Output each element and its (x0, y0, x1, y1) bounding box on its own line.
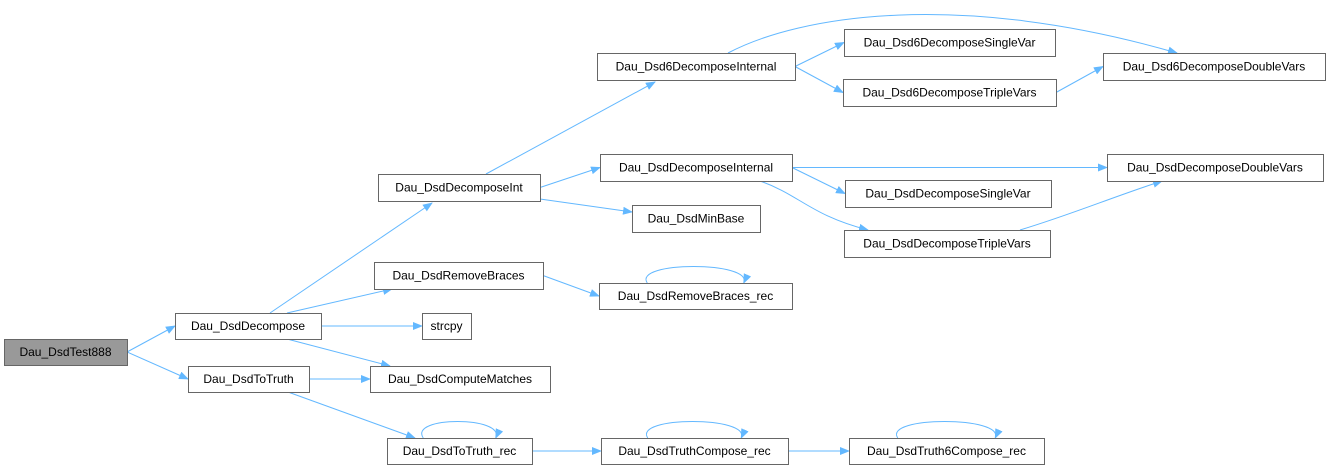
node-label: Dau_DsdToTruth (203, 372, 293, 386)
node-label: Dau_DsdDecompose (191, 319, 305, 333)
edge-truthcomposerec-to-truthcomposerec (645, 421, 749, 439)
node-label: Dau_DsdComputeMatches (388, 372, 532, 386)
node-strcpy[interactable]: strcpy (422, 313, 472, 340)
nodes: Dau_DsdTest888 Dau_DsdDecomposeDau_DsdToT… (4, 29, 1326, 465)
node-label: Dau_DsdMinBase (648, 212, 745, 226)
node-box (1107, 154, 1324, 182)
node-totruthrec[interactable]: Dau_DsdToTruth_rec (387, 438, 533, 465)
node-removebracesrec[interactable]: Dau_DsdRemoveBraces_rec (599, 283, 793, 310)
edge-totruthrec-to-totruthrec (421, 421, 504, 439)
node-label: Dau_Dsd6DecomposeInternal (616, 60, 777, 74)
node-box (374, 262, 544, 290)
node-label: Dau_DsdTruth6Compose_rec (867, 444, 1026, 458)
node-box (188, 366, 310, 393)
node-box (175, 313, 322, 340)
edge-decomposeint-to-dinternal (539, 166, 601, 188)
node-computematches[interactable]: Dau_DsdComputeMatches (370, 366, 551, 393)
node-truth6composerec[interactable]: Dau_DsdTruth6Compose_rec (849, 438, 1045, 465)
node-label: Dau_DsdRemoveBraces_rec (618, 289, 773, 303)
node-label: Dau_DsdTest888 (19, 345, 111, 359)
node-box (849, 438, 1045, 465)
node-box (844, 29, 1056, 57)
node-box (378, 174, 541, 202)
node-label: Dau_DsdDecomposeInt (395, 181, 523, 195)
node-box (599, 283, 793, 310)
node-label: Dau_Dsd6DecomposeSingleVar (864, 36, 1036, 50)
node-box (844, 230, 1051, 258)
node-decomposeint[interactable]: Dau_DsdDecomposeInt (378, 174, 541, 202)
edge-d6internal-to-d6triple (794, 66, 844, 93)
edge-test888-to-totruth (126, 351, 189, 380)
edge-totruth-to-totruthrec (287, 391, 416, 439)
node-label: Dau_DsdToTruth_rec (403, 444, 517, 458)
edge-decompose-to-removebraces (286, 287, 393, 314)
node-dinternal[interactable]: Dau_DsdDecomposeInternal (600, 154, 793, 182)
node-dsingle[interactable]: Dau_DsdDecomposeSingleVar (845, 180, 1052, 208)
edge-dinternal-to-dtriple (759, 180, 869, 232)
node-label: Dau_DsdDecomposeInternal (619, 161, 773, 175)
node-box (597, 53, 796, 81)
node-box (370, 366, 551, 393)
node-d6double[interactable]: Dau_Dsd6DecomposeDoubleVars (1103, 53, 1326, 81)
node-label: Dau_DsdDecomposeSingleVar (865, 187, 1030, 201)
edge-d6internal-to-d6single (794, 42, 845, 67)
edge-test888-to-decompose (126, 325, 176, 353)
node-minbase[interactable]: Dau_DsdMinBase (632, 205, 761, 233)
edge-decomposeint-to-minbase (539, 198, 633, 215)
edge-removebraces-to-removebracesrec (542, 275, 600, 297)
node-removebraces[interactable]: Dau_DsdRemoveBraces (374, 262, 544, 290)
node-d6internal[interactable]: Dau_Dsd6DecomposeInternal (597, 53, 796, 81)
node-box (843, 79, 1057, 107)
edge-dinternal-to-dsingle (791, 167, 846, 194)
node-ddouble[interactable]: Dau_DsdDecomposeDoubleVars (1107, 154, 1324, 182)
node-truthcomposerec[interactable]: Dau_DsdTruthCompose_rec (601, 438, 789, 465)
edge-d6internal-to-d6double (727, 14, 1178, 55)
edges (126, 14, 1178, 455)
node-test888[interactable]: Dau_DsdTest888 (4, 339, 128, 366)
node-label: Dau_Dsd6DecomposeTripleVars (862, 86, 1036, 100)
edge-decomposeint-to-d6internal (485, 81, 656, 175)
node-decompose[interactable]: Dau_DsdDecompose (175, 313, 322, 340)
node-label: Dau_DsdRemoveBraces (392, 269, 524, 283)
node-totruth[interactable]: Dau_DsdToTruth (188, 366, 310, 393)
node-box (845, 180, 1052, 208)
node-label: Dau_Dsd6DecomposeDoubleVars (1123, 60, 1306, 74)
node-dtriple[interactable]: Dau_DsdDecomposeTripleVars (844, 230, 1051, 258)
edge-decompose-to-computematches (286, 338, 391, 368)
node-box (632, 205, 761, 233)
edge-d6triple-to-d6double (1055, 66, 1104, 93)
node-box (600, 154, 793, 182)
edge-truth6composerec-to-truth6composerec (896, 421, 1003, 439)
node-label: Dau_DsdDecomposeTripleVars (863, 237, 1030, 251)
node-box (387, 438, 533, 465)
node-box (422, 313, 472, 340)
node-box (601, 438, 789, 465)
edge-decompose-to-decomposeint (269, 202, 433, 314)
node-box (1103, 53, 1326, 81)
node-label: Dau_DsdDecomposeDoubleVars (1127, 161, 1303, 175)
node-d6triple[interactable]: Dau_Dsd6DecomposeTripleVars (843, 79, 1057, 107)
node-label: Dau_DsdTruthCompose_rec (618, 444, 770, 458)
node-d6single[interactable]: Dau_Dsd6DecomposeSingleVar (844, 29, 1056, 57)
edge-dtriple-to-ddouble (1019, 179, 1163, 231)
edge-removebracesrec-to-removebracesrec (645, 266, 752, 284)
node-label: strcpy (430, 319, 462, 333)
node-box (4, 339, 128, 366)
